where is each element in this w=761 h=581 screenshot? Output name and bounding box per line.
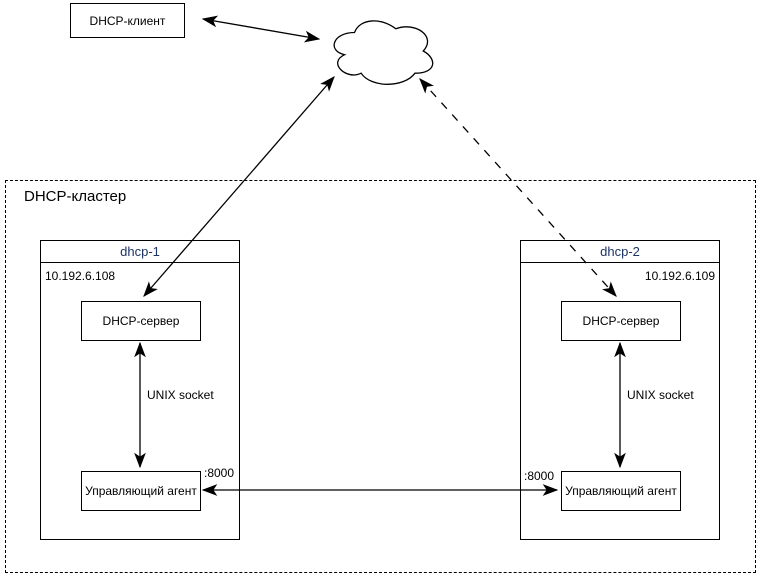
arrow-client-cloud	[201, 15, 321, 43]
arrow-cloud-dhcp2-server-dashed	[419, 78, 617, 297]
dhcp-cluster-label: DHCP-кластер	[24, 188, 127, 205]
dhcp1-agent-box: Управляющий агент	[81, 471, 201, 511]
dhcp2-agent-box: Управляющий агент	[561, 471, 681, 511]
dhcp1-agent-port-label: :8000	[204, 466, 235, 480]
dhcp-client-box: DHCP-клиент	[70, 3, 185, 38]
dhcp-client-label: DHCP-клиент	[89, 13, 166, 28]
dhcp2-server-label: DHCP-сервер	[582, 314, 660, 328]
node-dhcp-1: dhcp-1 10.192.6.108 DHCP-сервер Управляю…	[40, 240, 240, 540]
node-dhcp-1-header: dhcp-1	[41, 241, 239, 263]
dhcp2-agent-port-label: :8000	[524, 469, 555, 483]
node-dhcp-2: dhcp-2 10.192.6.109 DHCP-сервер Управляю…	[520, 240, 720, 540]
node-dhcp-2-title: dhcp-2	[600, 244, 640, 259]
dhcp1-agent-label: Управляющий агент	[85, 484, 197, 498]
node-dhcp-1-ip: 10.192.6.108	[45, 269, 116, 283]
node-dhcp-2-ip: 10.192.6.109	[644, 269, 715, 283]
dhcp-cluster-boundary: DHCP-кластер	[5, 180, 756, 573]
dhcp2-server-box: DHCP-сервер	[561, 301, 681, 341]
dhcp1-server-box: DHCP-сервер	[81, 301, 201, 341]
dhcp2-unix-socket-label: UNIX socket	[627, 388, 694, 402]
dhcp2-agent-label: Управляющий агент	[565, 484, 677, 498]
arrow-cloud-dhcp1-server	[143, 76, 335, 297]
dhcp1-unix-socket-label: UNIX socket	[147, 388, 214, 402]
node-dhcp-2-header: dhcp-2	[521, 241, 719, 263]
node-dhcp-1-title: dhcp-1	[120, 244, 160, 259]
network-cloud-icon	[333, 20, 434, 85]
dhcp1-server-label: DHCP-сервер	[102, 314, 180, 328]
